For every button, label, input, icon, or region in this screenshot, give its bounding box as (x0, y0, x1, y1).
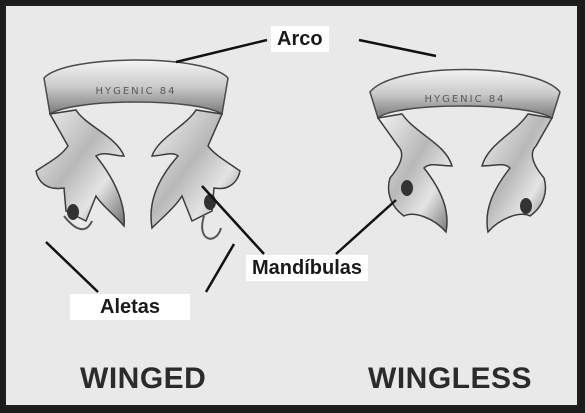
winged-left-jaw (36, 110, 124, 226)
aletas-leader-right (206, 244, 234, 292)
arco-leader-right (359, 40, 436, 56)
wingless-left-hole (401, 180, 413, 196)
winged-caption: WINGED (80, 362, 206, 396)
mandibulas-label: Mandíbulas (246, 255, 368, 281)
winged-right-jaw (151, 110, 240, 228)
winged-right-wing-lobe (202, 216, 221, 239)
winged-left-hole (67, 204, 79, 220)
winged-clamp: HYGENIC 84 (36, 60, 240, 239)
wingless-clamp: HYGENIC 84 (370, 70, 560, 233)
winged-engraving: HYGENIC 84 (95, 86, 176, 97)
wingless-caption: WINGLESS (368, 362, 532, 396)
figure-frame: HYGENIC 84 HYGENIC 84 Arco Man (3, 3, 580, 408)
arco-leader-left (176, 40, 267, 62)
wingless-left-jaw (378, 114, 452, 232)
wingless-engraving: HYGENIC 84 (424, 94, 505, 105)
mandibulas-leader-right (336, 200, 396, 254)
clamp-illustration: HYGENIC 84 HYGENIC 84 (6, 6, 577, 405)
wingless-right-jaw (482, 114, 552, 232)
wingless-right-hole (520, 198, 532, 214)
aletas-label: Aletas (70, 294, 190, 320)
arco-label: Arco (271, 26, 329, 52)
aletas-leader-left (46, 242, 98, 292)
